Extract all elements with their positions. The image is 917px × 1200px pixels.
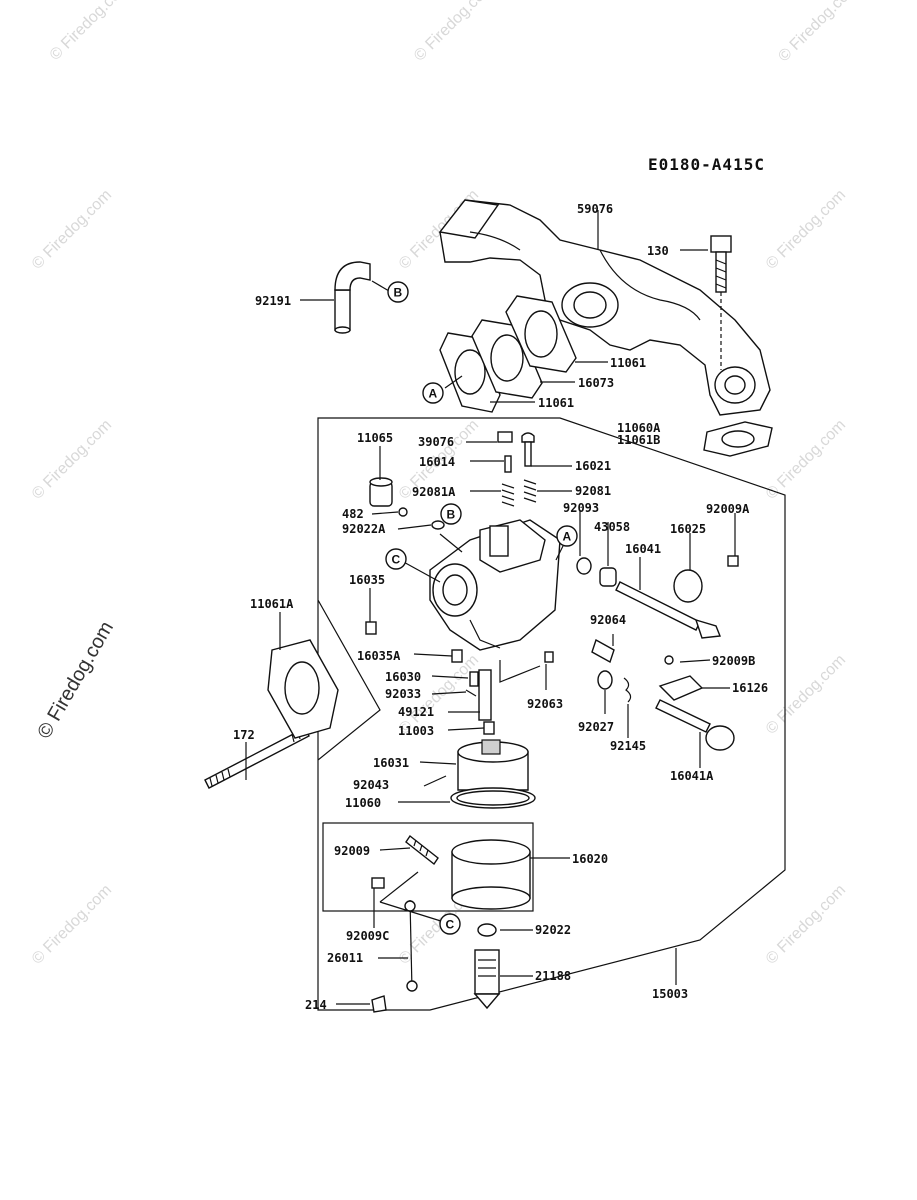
label-92081: 92081 <box>575 484 611 498</box>
label-11060: 11060 <box>345 796 381 810</box>
label-26011: 26011 <box>327 951 363 965</box>
label-16041: 16041 <box>625 542 661 556</box>
label-11061-mid: 11061 <box>538 396 574 410</box>
label-92022: 92022 <box>535 923 571 937</box>
gasket-stack <box>439 295 577 413</box>
label-11061-top: 11061 <box>610 356 646 370</box>
label-16031: 16031 <box>373 756 409 770</box>
washer-92022-part <box>477 923 497 937</box>
callout-c-body: C <box>385 548 407 570</box>
callout-c-bottom: C <box>439 913 461 935</box>
leader-lines <box>245 210 736 1005</box>
link-26011-part <box>371 877 418 1013</box>
gasket-11060a-part <box>703 421 773 457</box>
label-92145: 92145 <box>610 739 646 753</box>
label-92009b: 92009B <box>712 654 755 668</box>
label-92093: 92093 <box>563 501 599 515</box>
callout-b-body-label: B <box>447 508 456 522</box>
label-92009: 92009 <box>334 844 370 858</box>
watermark-row2-left: © Firedog.com <box>29 186 115 272</box>
watermark-top-left: © Firedog.com <box>47 0 133 64</box>
jets-group <box>365 621 554 735</box>
watermark-row2-right: © Firedog.com <box>763 186 849 272</box>
throttle-shaft-part <box>599 555 739 639</box>
callout-a-top: A <box>422 382 444 404</box>
label-92043: 92043 <box>353 778 389 792</box>
label-214: 214 <box>305 998 327 1012</box>
label-16073: 16073 <box>578 376 614 390</box>
callout-a-body: A <box>556 525 578 547</box>
part-labels: 59076 130 92191 11061 16073 11061 11060A… <box>233 202 768 1012</box>
pilot-screw-group <box>497 431 592 575</box>
callout-a-top-label: A <box>429 387 438 401</box>
label-482: 482 <box>342 507 364 521</box>
screw-92009-part <box>405 834 439 866</box>
label-130: 130 <box>647 244 669 258</box>
label-16041a: 16041A <box>670 769 714 783</box>
bolt-130-part <box>710 235 732 370</box>
callout-b-body: B <box>440 503 462 525</box>
label-39076: 39076 <box>418 435 454 449</box>
label-92064: 92064 <box>590 613 626 627</box>
callout-a-body-label: A <box>563 530 572 544</box>
diagram-code: E0180-A415C <box>648 155 765 174</box>
stud-172-part <box>204 727 310 789</box>
ball-482-part <box>398 507 408 517</box>
oring-92022a-part <box>431 520 445 530</box>
label-16126: 16126 <box>732 681 768 695</box>
watermark-top-center: © Firedog.com <box>411 0 497 65</box>
label-16035: 16035 <box>349 573 385 587</box>
label-11003: 11003 <box>398 724 434 738</box>
label-16020: 16020 <box>572 852 608 866</box>
label-16025: 16025 <box>670 522 706 536</box>
label-11065: 11065 <box>357 431 393 445</box>
gasket-11061a-part <box>267 639 339 739</box>
carburetor-body-part <box>429 519 561 651</box>
label-16021: 16021 <box>575 459 611 473</box>
label-92009c: 92009C <box>346 929 389 943</box>
watermark-row4-right: © Firedog.com <box>763 651 849 737</box>
label-16035a: 16035A <box>357 649 401 663</box>
intake-manifold-part <box>438 199 771 416</box>
label-92009a: 92009A <box>706 502 750 516</box>
label-92033: 92033 <box>385 687 421 701</box>
label-49121: 49121 <box>398 705 434 719</box>
watermark-row3-left: © Firedog.com <box>29 416 115 502</box>
watermark-top-right: © Firedog.com <box>775 0 861 65</box>
label-16014: 16014 <box>419 455 455 469</box>
label-11061a: 11061A <box>250 597 294 611</box>
label-92081a: 92081A <box>412 485 456 499</box>
label-16030: 16030 <box>385 670 421 684</box>
label-43058: 43058 <box>594 520 630 534</box>
callout-b-top: B <box>387 281 409 303</box>
label-92191: 92191 <box>255 294 291 308</box>
hose-92191-part <box>334 261 371 334</box>
solenoid-21188-part <box>473 949 501 1010</box>
label-172: 172 <box>233 728 255 742</box>
watermark-row5-left: © Firedog.com <box>29 881 115 967</box>
label-92027: 92027 <box>578 720 614 734</box>
callout-c-bottom-label: C <box>446 918 455 932</box>
label-92063: 92063 <box>527 697 563 711</box>
label-59076: 59076 <box>577 202 613 216</box>
label-92022a: 92022A <box>342 522 386 536</box>
watermark-main: © Firedog.com <box>33 618 118 743</box>
label-11060a: 11060A <box>617 421 661 435</box>
label-21188: 21188 <box>535 969 571 983</box>
callout-c-body-label: C <box>392 553 401 567</box>
label-11061b: 11061B <box>617 433 660 447</box>
watermark-row5-right: © Firedog.com <box>763 881 849 967</box>
pin-92043-part <box>423 775 447 787</box>
label-15003: 15003 <box>652 987 688 1001</box>
idle-adjust-group <box>591 638 735 751</box>
callout-b-top-label: B <box>394 286 403 300</box>
float-16031-part <box>450 739 536 809</box>
assembly-outline <box>317 417 786 1011</box>
plug-11065-part <box>369 477 393 507</box>
bowl-16020-part <box>322 822 534 912</box>
watermark-row3-right: © Firedog.com <box>763 416 849 502</box>
